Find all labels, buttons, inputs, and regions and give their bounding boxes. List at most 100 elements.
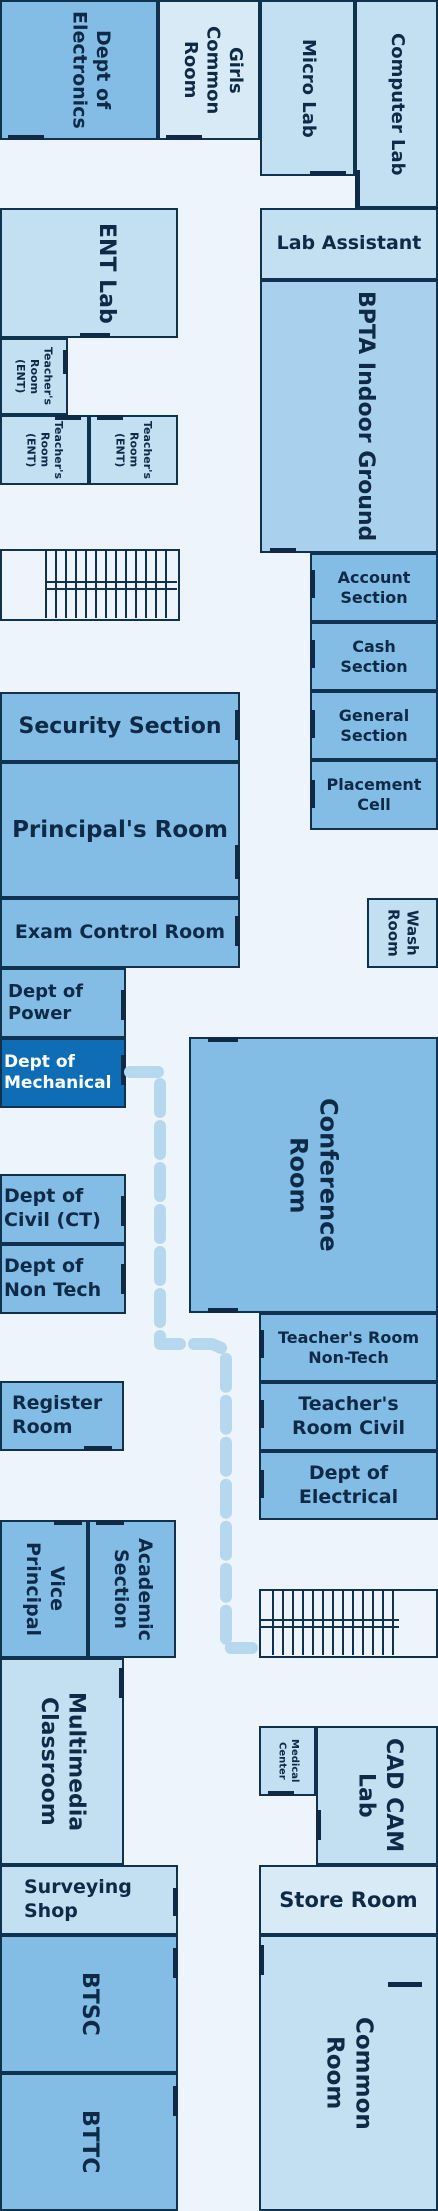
room-label: Teacher's Room Civil (291, 1392, 406, 1439)
door-marker (54, 1520, 82, 1525)
room-dept-civil-ct[interactable]: Dept of Civil (CT) (0, 1174, 126, 1244)
room-register-room[interactable]: Register Room (0, 1381, 124, 1451)
room-exam-control-room[interactable]: Exam Control Room (0, 898, 240, 968)
room-label: Dept of Electronics (68, 11, 114, 129)
door-marker (84, 1446, 112, 1451)
room-store-room[interactable]: Store Room (259, 1865, 438, 1935)
door-marker (63, 350, 68, 374)
door-marker (121, 990, 126, 1020)
door-marker (80, 333, 110, 338)
room-label: Teacher's Room (ENT) (113, 420, 155, 480)
room-label: Teacher's Room (ENT) (24, 420, 66, 480)
room-label: Dept of Mechanical (4, 1051, 112, 1093)
door-marker (316, 1810, 321, 1840)
door-marker (121, 1055, 126, 1085)
room-label: ENT Lab (94, 222, 119, 324)
room-common-room[interactable]: Common Room (259, 1935, 438, 2211)
room-vice-principal[interactable]: Vice Principal (0, 1520, 88, 1658)
door-marker (119, 1668, 124, 1698)
door-marker (121, 1196, 126, 1226)
room-teachers-room-ent-1[interactable]: Teacher's Room (ENT) (0, 338, 68, 415)
door-marker (268, 1791, 294, 1796)
room-btsc[interactable]: BTSC (0, 1935, 178, 2073)
door-marker (310, 710, 315, 738)
room-security-section[interactable]: Security Section (0, 692, 240, 762)
room-placement-cell[interactable]: Placement Cell (310, 760, 438, 830)
room-dept-non-tech[interactable]: Dept of Non Tech (0, 1244, 126, 1314)
door-marker (259, 1945, 264, 1975)
room-academic-section[interactable]: Academic Section (88, 1520, 176, 1658)
room-label: BPTA Indoor Ground (353, 291, 378, 542)
room-label: Computer Lab (386, 32, 408, 176)
door-marker (208, 1037, 238, 1042)
door-marker (55, 415, 81, 420)
room-label: Surveying Shop (24, 1876, 132, 1922)
door-marker (208, 1308, 238, 1313)
room-label: BTSC (76, 1972, 102, 2036)
room-label: Dept of Non Tech (4, 1255, 102, 1301)
door-marker (97, 415, 123, 420)
room-teachers-room-civil[interactable]: Teacher's Room Civil (259, 1382, 438, 1451)
room-wash-room[interactable]: Wash Room (367, 898, 438, 968)
room-label: Account Section (337, 567, 411, 607)
door-marker (270, 548, 296, 553)
door-marker (235, 845, 240, 879)
room-label: General Section (338, 705, 410, 745)
room-label: Vice Principal (22, 1541, 68, 1637)
room-label: Teacher's Room Non-Tech (277, 1327, 420, 1367)
room-label: Dept of Electrical (298, 1461, 399, 1508)
room-girls-common-room[interactable]: Girls Common Room (158, 0, 260, 140)
room-conference-room[interactable]: Conference Room (189, 1037, 438, 1313)
door-marker (173, 2086, 178, 2116)
door-marker (173, 1888, 178, 1916)
room-dept-power[interactable]: Dept of Power (0, 968, 126, 1038)
door-marker (8, 135, 44, 140)
room-label: Multimedia Classroom (36, 1691, 89, 1832)
room-label: Academic Section (110, 1537, 156, 1641)
room-medical-center[interactable]: Medical Center (259, 1726, 316, 1796)
room-ent-lab[interactable]: ENT Lab (0, 208, 178, 338)
door-marker (166, 135, 202, 140)
room-account-section[interactable]: Account Section (310, 553, 438, 622)
room-teachers-room-non-tech[interactable]: Teacher's Room Non-Tech (259, 1313, 438, 1382)
room-label: Girls Common Room (180, 25, 246, 115)
room-label: Register Room (12, 1392, 103, 1438)
door-marker (388, 1982, 422, 1987)
room-label: Cash Section (340, 636, 408, 676)
room-label: Medical Center (276, 1739, 301, 1783)
room-label: Principal's Room (12, 816, 228, 843)
room-bpta-indoor-ground[interactable]: BPTA Indoor Ground (260, 280, 438, 553)
door-marker (310, 570, 315, 598)
room-label: Teacher's Room (ENT) (14, 347, 55, 406)
room-computer-lab[interactable]: Computer Lab (355, 0, 438, 208)
room-label: Store Room (279, 1887, 418, 1912)
room-principals-room[interactable]: Principal's Room (0, 762, 240, 898)
staircase-lower (259, 1589, 438, 1658)
door-marker (121, 1264, 126, 1294)
room-multimedia-classroom[interactable]: Multimedia Classroom (0, 1658, 124, 1865)
door-marker (235, 710, 240, 740)
door-marker (173, 1948, 178, 1978)
room-lab-assistant[interactable]: Lab Assistant (260, 208, 438, 280)
room-dept-mechanical[interactable]: Dept of Mechanical (0, 1038, 126, 1108)
room-dept-electronics[interactable]: Dept of Electronics (0, 0, 158, 140)
room-label: Common Room (321, 2016, 377, 2130)
door-marker (235, 916, 240, 946)
room-cad-cam-lab[interactable]: CAD CAM Lab (316, 1726, 438, 1865)
door-marker (310, 171, 346, 176)
room-label: Lab Assistant (276, 232, 422, 255)
door-marker (96, 1520, 124, 1525)
room-label: Exam Control Room (14, 921, 226, 944)
room-label: CAD CAM Lab (353, 1738, 407, 1853)
room-micro-lab[interactable]: Micro Lab (260, 0, 355, 176)
room-label: Dept of Power (8, 980, 84, 1025)
room-surveying-shop[interactable]: Surveying Shop (0, 1865, 178, 1935)
room-teachers-room-ent-2[interactable]: Teacher's Room (ENT) (0, 415, 89, 485)
room-label: Micro Lab (297, 38, 319, 138)
room-label: Wash Room (384, 909, 422, 957)
room-teachers-room-ent-3[interactable]: Teacher's Room (ENT) (89, 415, 178, 485)
room-bttc[interactable]: BTTC (0, 2073, 178, 2211)
door-marker (259, 1330, 264, 1358)
room-label: BTTC (76, 2110, 102, 2174)
